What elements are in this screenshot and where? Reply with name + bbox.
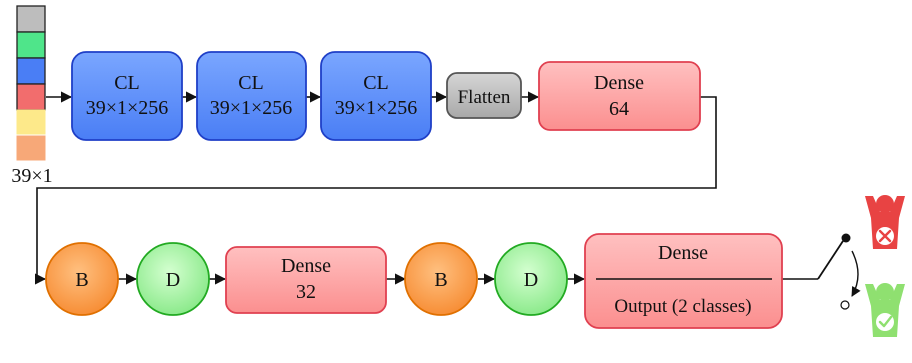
input-cell-5 bbox=[16, 109, 46, 135]
dense-32-layer: Dense 32 bbox=[225, 246, 387, 314]
conv-layer-1-title: CL bbox=[114, 72, 140, 94]
conv-layer-1-shape: 39×1×256 bbox=[86, 97, 169, 119]
conv-layer-2-shape: 39×1×256 bbox=[210, 97, 293, 119]
batchnorm-2-label: B bbox=[434, 269, 447, 291]
input-cell-3 bbox=[16, 57, 46, 85]
flatten-layer: Flatten bbox=[446, 72, 522, 119]
input-cell-2 bbox=[16, 31, 46, 59]
dropout-1-label: D bbox=[166, 269, 180, 291]
dense-output-title: Dense bbox=[658, 242, 708, 264]
batchnorm-node-1: B bbox=[45, 242, 119, 316]
input-vector: 39×1 bbox=[11, 5, 53, 187]
conv-layer-3: CL 39×1×256 bbox=[320, 51, 432, 141]
top-row-arrows bbox=[34, 91, 717, 285]
batchnorm-1-label: B bbox=[75, 269, 88, 291]
dense-output-subtitle: Output (2 classes) bbox=[614, 296, 751, 317]
dropout-node-2: D bbox=[494, 242, 568, 316]
conv-layer-1: CL 39×1×256 bbox=[71, 51, 183, 141]
conv-layer-2: CL 39×1×256 bbox=[196, 51, 307, 141]
dropout-node-1: D bbox=[136, 242, 210, 316]
input-cell-1 bbox=[16, 5, 46, 33]
switch-icon bbox=[817, 233, 861, 310]
dropout-2-label: D bbox=[524, 269, 538, 291]
input-cell-6 bbox=[16, 135, 46, 161]
flatten-label: Flatten bbox=[458, 87, 511, 108]
conv-layer-2-title: CL bbox=[238, 72, 264, 94]
dense-64-title: Dense bbox=[594, 72, 644, 94]
dense-32-units: 32 bbox=[296, 281, 316, 303]
conv-layer-3-shape: 39×1×256 bbox=[335, 97, 418, 119]
dense-output-layer: Dense Output (2 classes) bbox=[584, 233, 783, 329]
dense-64-layer: Dense 64 bbox=[538, 61, 701, 131]
batchnorm-node-2: B bbox=[404, 242, 478, 316]
conv-layer-3-title: CL bbox=[363, 72, 389, 94]
person-check-icon bbox=[865, 283, 905, 337]
person-x-icon bbox=[865, 195, 905, 249]
input-shape-label: 39×1 bbox=[11, 165, 52, 187]
dense-64-units: 64 bbox=[609, 98, 629, 120]
input-cell-4 bbox=[16, 83, 46, 111]
dense-32-title: Dense bbox=[281, 255, 331, 277]
